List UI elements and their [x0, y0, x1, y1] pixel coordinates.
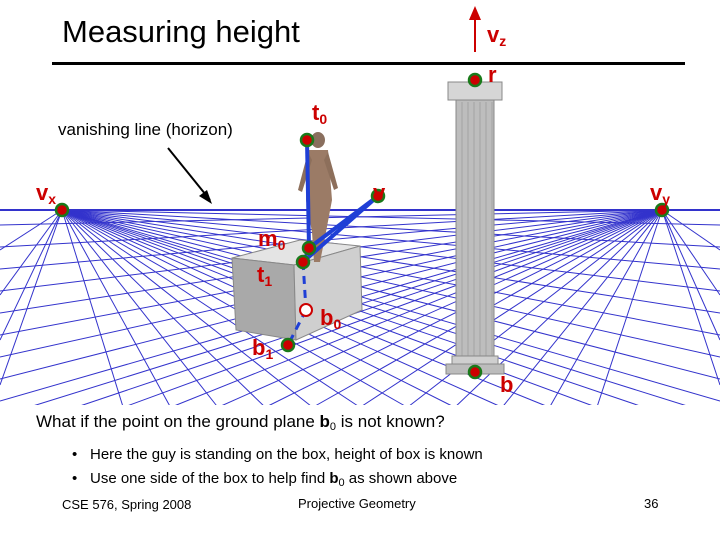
perspective-line-vy: [211, 209, 663, 411]
perspective-line-vy: [661, 209, 720, 386]
perspective-line-vx: [61, 209, 221, 411]
label-b1: b1: [252, 335, 274, 362]
label-vz: vz: [487, 22, 507, 49]
page-number: 36: [644, 496, 659, 511]
perspective-line-vy: [661, 209, 720, 296]
horizon-caption: vanishing line (horizon): [58, 120, 233, 139]
bullet-dot-icon: •: [72, 446, 78, 463]
perspective-line-vx: [61, 209, 720, 226]
bullet-item: •Here the guy is standing on the box, he…: [72, 443, 483, 467]
perspective-line-vx: [61, 209, 720, 248]
point-t0: [299, 132, 315, 148]
perspective-line-vy: [163, 209, 663, 411]
label-vx: vx: [36, 180, 57, 207]
label-vy: vy: [650, 180, 671, 207]
perspective-line-vx: [61, 209, 173, 411]
perspective-line-vy: [661, 209, 720, 341]
title-underline: [52, 62, 685, 65]
perspective-line-vy: [451, 209, 663, 411]
line-t0-m0: [305, 139, 311, 249]
column-base-top: [451, 355, 499, 365]
point-b: [467, 364, 483, 380]
point-vx: [54, 202, 70, 218]
perspective-line-vy: [403, 209, 663, 411]
horizon-arrow: [167, 147, 211, 201]
perspective-line-vx: [61, 209, 720, 358]
vz-arrowhead: [469, 6, 481, 20]
point-r: [467, 72, 483, 88]
perspective-line-vx: [61, 209, 720, 292]
point-t1: [295, 254, 311, 270]
question-text: What if the point on the ground plane b0…: [36, 412, 445, 433]
perspective-line-vy: [115, 209, 663, 411]
perspective-line-vx: [61, 209, 269, 411]
point-v: [370, 188, 386, 204]
point-b1: [280, 337, 296, 353]
perspective-line-vy: [0, 209, 663, 226]
bullet-list: •Here the guy is standing on the box, he…: [72, 443, 483, 495]
footer-topic: Projective Geometry: [298, 496, 416, 511]
perspective-line-vx: [0, 209, 63, 341]
box-right-side: [293, 245, 363, 341]
bullet-item: •Use one side of the box to help find b0…: [72, 467, 483, 495]
marked-points: [54, 72, 670, 380]
perspective-line-vx: [61, 209, 317, 411]
point-b0: [299, 303, 313, 317]
point-m0: [301, 240, 317, 256]
label-r: r: [488, 62, 497, 87]
scene-objects: [167, 6, 505, 375]
perspective-line-vy: [0, 209, 663, 248]
perspective-line-vy: [499, 209, 663, 411]
perspective-line-vx: [0, 209, 63, 251]
person-arm: [324, 152, 338, 190]
label-t0: t0: [312, 100, 328, 127]
slide-title: Measuring height: [62, 14, 300, 49]
label-t1: t1: [257, 262, 273, 289]
point-vy: [654, 202, 670, 218]
perspective-line-vx: [61, 209, 720, 336]
perspective-line-vx: [61, 209, 701, 411]
perspective-line-vy: [67, 209, 663, 411]
label-b0: b0: [320, 305, 342, 332]
footer-course: CSE 576, Spring 2008: [62, 497, 192, 512]
perspective-line-vx: [0, 209, 63, 386]
perspective-line-vx: [61, 209, 720, 402]
text-backdrop: [0, 405, 720, 540]
label-b: b: [500, 372, 514, 397]
perspective-line-vy: [661, 209, 720, 251]
perspective-line-vy: [355, 209, 663, 411]
bullet-dot-icon: •: [72, 470, 78, 487]
person-head: [311, 132, 325, 148]
label-v: v: [373, 180, 386, 205]
label-m0: m0: [258, 226, 286, 253]
perspective-line-vy: [595, 209, 663, 411]
perspective-line-vx: [0, 209, 63, 296]
perspective-line-vy: [547, 209, 663, 411]
horizon-arrowhead: [199, 190, 212, 204]
